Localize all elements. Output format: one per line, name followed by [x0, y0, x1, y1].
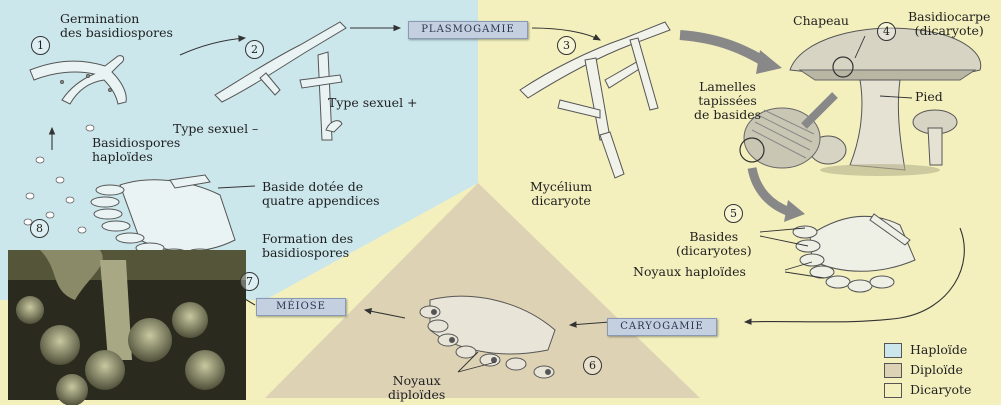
stage-number-8: 8 — [30, 219, 49, 238]
legend-swatch-haploide — [884, 343, 902, 358]
stage-number-6: 6 — [583, 356, 602, 375]
stage-number-2: 2 — [245, 40, 264, 59]
label-noyaux-haploides: Noyaux haploïdes — [633, 265, 746, 279]
label-type-sexuel-plus: Type sexuel + — [328, 96, 418, 110]
step-plasmogamie: PLASMOGAMIE — [408, 21, 528, 39]
sem-micrograph — [8, 250, 246, 405]
label-formation-basidiospores: Formation des basidiospores — [262, 232, 353, 260]
legend-swatch-diploide — [884, 363, 902, 378]
stage-number-7: 7 — [240, 272, 259, 291]
legend-label-dicaryote: Dicaryote — [910, 382, 971, 397]
label-basides-dicaryotes: Basides (dicaryotes) — [676, 230, 752, 258]
stage-number-3: 3 — [557, 36, 576, 55]
legend-swatch-dicaryote — [884, 383, 902, 398]
stage-number-4: 4 — [877, 22, 896, 41]
stage-number-5: 5 — [724, 204, 743, 223]
label-basidiospores-haploides: Basidiospores haploïdes — [92, 136, 180, 164]
step-meiose: MÉIOSE — [256, 298, 346, 316]
legend-label-haploide: Haploïde — [910, 342, 967, 357]
label-lamelles: Lamelles tapissées de basides — [694, 80, 761, 122]
label-chapeau: Chapeau — [793, 14, 849, 28]
legend-label-diploide: Diploïde — [910, 362, 963, 377]
label-mycelium-dicaryote: Mycélium dicaryote — [530, 180, 592, 208]
label-type-sexuel-minus: Type sexuel – — [173, 122, 258, 136]
label-pied: Pied — [915, 90, 943, 104]
label-basidiocarpe: Basidiocarpe (dicaryote) — [908, 10, 990, 38]
label-germination: Germination des basidiospores — [60, 12, 173, 40]
label-noyaux-diploides: Noyaux diploïdes — [388, 374, 445, 402]
step-caryogamie: CARYOGAMIE — [607, 318, 717, 336]
stage-number-1: 1 — [31, 36, 50, 55]
label-baside-appendices: Baside dotée de quatre appendices — [262, 180, 380, 208]
